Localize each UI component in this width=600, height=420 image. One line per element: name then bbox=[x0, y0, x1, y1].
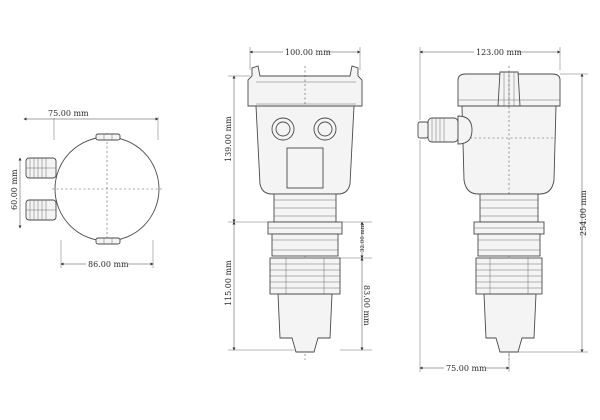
dim-label-front-upper-height: 139.00 mm bbox=[224, 116, 233, 162]
side-view: 123.00 mm bbox=[417, 44, 588, 373]
dim-label-side-bottom-width: 75.00 mm bbox=[446, 364, 487, 373]
clamp-top bbox=[95, 133, 121, 141]
cable-gland-upper bbox=[25, 157, 57, 179]
dim-front-width: 100.00 mm bbox=[249, 44, 361, 70]
port-right bbox=[313, 117, 337, 141]
dim-label-front-width: 100.00 mm bbox=[285, 48, 331, 57]
dim-label-front-probe-length: 83.00 mm bbox=[362, 285, 371, 326]
side-probe bbox=[483, 293, 537, 353]
cable-gland-lower bbox=[25, 199, 57, 221]
dim-top-width: 75.00 mm bbox=[23, 108, 159, 140]
dim-front-thread-height: 32.00 mm bbox=[340, 221, 372, 259]
dim-label-front-thread-height: 32.00 mm bbox=[360, 223, 366, 252]
probe bbox=[277, 293, 333, 353]
label-window bbox=[286, 147, 324, 189]
dim-side-bottom-width: 75.00 mm bbox=[419, 140, 510, 373]
dim-label-top-width: 75.00 mm bbox=[48, 109, 89, 118]
side-cable-gland bbox=[417, 115, 473, 145]
front-view: 100.00 mm bbox=[224, 44, 372, 360]
dim-label-top-height: 60.00 mm bbox=[10, 169, 19, 210]
dim-top-bottom-width: 86.00 mm bbox=[60, 240, 154, 269]
dim-top-height: 60.00 mm bbox=[10, 157, 22, 229]
side-housing-body bbox=[461, 105, 557, 195]
housing-body bbox=[255, 105, 355, 195]
top-view: 75.00 mm 60.00 mm bbox=[10, 108, 162, 269]
dim-front-probe-length: 83.00 mm bbox=[340, 257, 372, 351]
dim-side-width: 123.00 mm bbox=[419, 44, 561, 120]
dim-label-side-total-height: 254.00 mm bbox=[579, 190, 588, 236]
dim-side-total-height: 254.00 mm bbox=[518, 73, 588, 353]
clamp-bottom bbox=[95, 237, 121, 245]
dim-label-front-lower-height: 115.00 mm bbox=[224, 260, 233, 306]
dim-label-top-bottom-width: 86.00 mm bbox=[88, 260, 129, 269]
port-left bbox=[271, 117, 295, 141]
dim-front-lower-height: 115.00 mm bbox=[224, 221, 294, 351]
dim-label-side-width: 123.00 mm bbox=[476, 48, 522, 57]
